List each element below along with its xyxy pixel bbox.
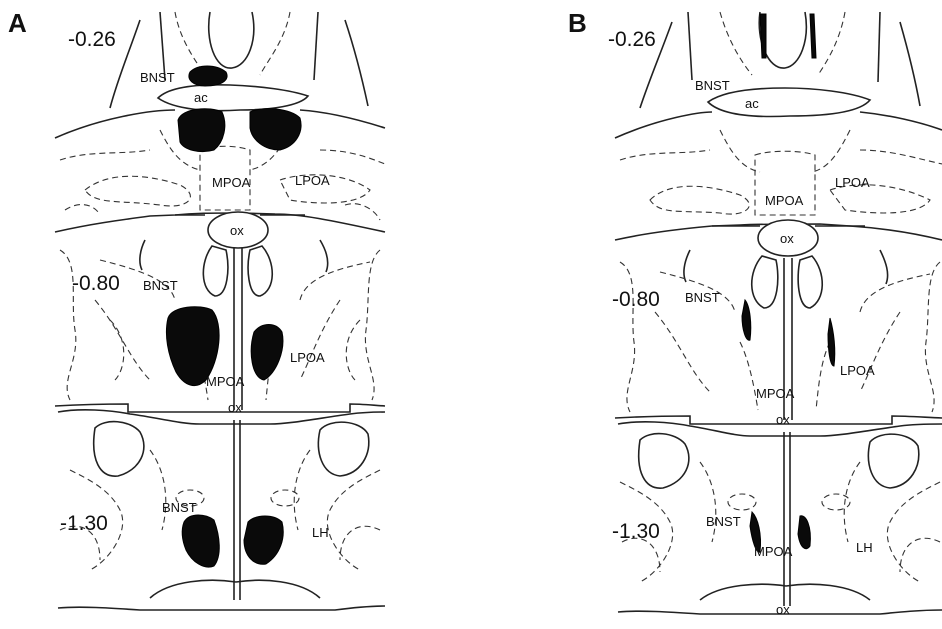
lesion-sliver-top-right xyxy=(810,14,816,58)
bnst-label: BNST xyxy=(695,78,730,93)
lesion-left-bottom xyxy=(182,515,219,567)
panel-a-letter: A xyxy=(8,8,27,38)
bnst-label: BNST xyxy=(143,278,178,293)
ox-top-label: ox xyxy=(780,231,794,246)
panel-a-section-middle: ox -0.80 BNST MPOA LPOA ox xyxy=(55,212,385,415)
mpoa-label: MPOA xyxy=(754,544,793,559)
mpoa-label: MPOA xyxy=(206,374,245,389)
panel-b-letter: B xyxy=(568,8,587,38)
lpoa-label: LPOA xyxy=(835,175,870,190)
mpoa-label: MPOA xyxy=(765,193,804,208)
lh-label: LH xyxy=(312,525,329,540)
mpoa-label: MPOA xyxy=(212,175,251,190)
lh-label: LH xyxy=(856,540,873,555)
panel-a-section-top: ac -0.26 BNST MPOA LPOA xyxy=(55,12,385,220)
panel-b-section-middle: ox -0.80 BNST MPOA LPOA ox xyxy=(612,220,942,427)
level-label: -0.26 xyxy=(68,28,116,51)
level-label: -0.80 xyxy=(612,288,660,311)
ox-bottom-label: ox xyxy=(228,400,242,415)
ox-top-label: ox xyxy=(230,223,244,238)
lpoa-label: LPOA xyxy=(295,173,330,188)
panel-b: B ac -0.26 BNST MPOA LPOA xyxy=(568,8,942,617)
lesion-right-top xyxy=(250,109,301,150)
ac-label: ac xyxy=(745,96,759,111)
level-label: -0.80 xyxy=(72,272,120,295)
lesion-right-middle xyxy=(251,325,283,381)
ac-label: ac xyxy=(194,90,208,105)
level-label: -1.30 xyxy=(60,512,108,535)
anterior-commissure xyxy=(708,88,870,116)
bnst-label: BNST xyxy=(685,290,720,305)
lesion-sliver-left-middle xyxy=(742,300,751,340)
lpoa-label: LPOA xyxy=(290,350,325,365)
bnst-label: BNST xyxy=(706,514,741,529)
ox-bottom-label: ox xyxy=(776,412,790,427)
panel-b-section-bottom: -1.30 BNST MPOA LH ox xyxy=(612,422,942,617)
lesion-right-bottom xyxy=(244,516,283,564)
lesion-sliver-top-left xyxy=(760,14,766,58)
lesion-sliver-right-bottom xyxy=(798,516,810,549)
bnst-label: BNST xyxy=(140,70,175,85)
lesion-left-top xyxy=(178,109,225,152)
level-label: -0.26 xyxy=(608,28,656,51)
mpoa-label: MPOA xyxy=(756,386,795,401)
lesion-bnst-top xyxy=(189,66,227,86)
bnst-label: BNST xyxy=(162,500,197,515)
panel-b-section-top: ac -0.26 BNST MPOA LPOA xyxy=(608,12,942,215)
panel-a: A ac -0.26 BNST MPOA LPOA xyxy=(8,8,385,610)
lpoa-label: LPOA xyxy=(840,363,875,378)
panel-a-section-bottom: -1.30 BNST LH xyxy=(58,410,385,610)
level-label: -1.30 xyxy=(612,520,660,543)
lesion-sliver-right-middle xyxy=(828,318,835,366)
anterior-commissure xyxy=(158,85,308,111)
ox-bottom-label: ox xyxy=(776,602,790,617)
